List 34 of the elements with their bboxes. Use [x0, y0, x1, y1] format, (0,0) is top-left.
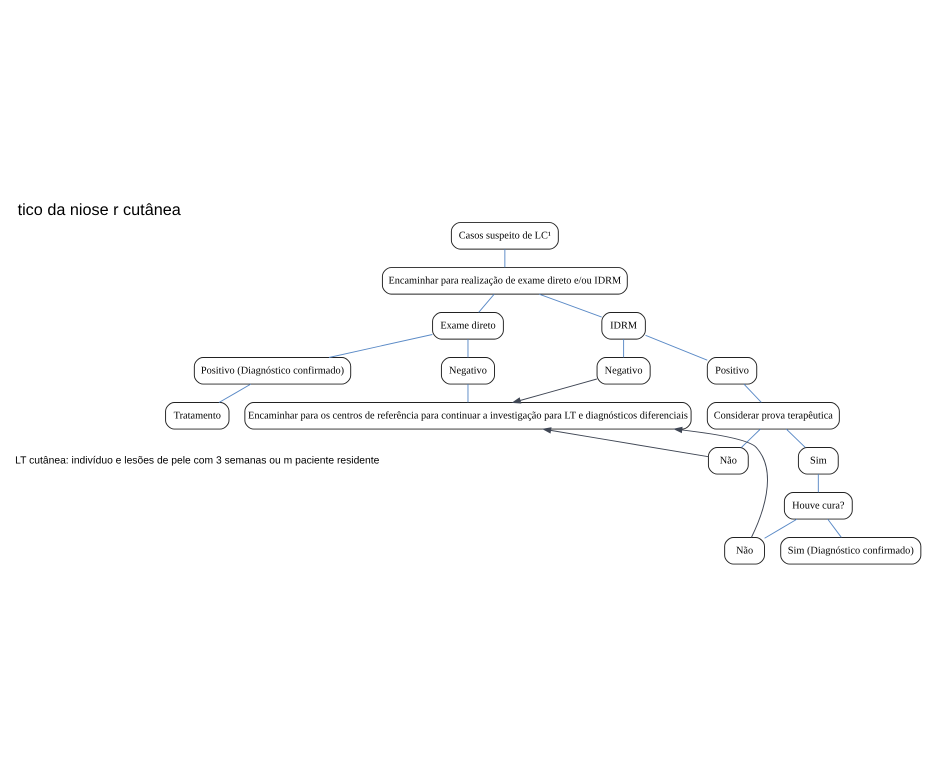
node-box: Houve cura? [784, 492, 853, 520]
connector [818, 473, 819, 492]
node-box: Negativo [596, 356, 651, 384]
arrow [672, 426, 768, 538]
node-box: Considerar prova terapêutica [706, 402, 840, 430]
connector [478, 293, 495, 312]
arrow [512, 378, 598, 403]
node-box: Casos suspeito de LC¹ [450, 222, 559, 250]
connector [827, 518, 842, 538]
connector [328, 334, 433, 358]
connector [645, 334, 708, 360]
node-box: Encaminhar para realização de exame direto e/ou IDRM [382, 266, 628, 294]
connector [504, 248, 506, 268]
label: LT cutânea: indivíduo e lesões de pele com 3 semanas ou m paciente residente [15, 455, 380, 466]
connector [764, 518, 798, 538]
node-box: Tratamento [165, 402, 230, 430]
arrow [542, 426, 709, 457]
connector [218, 383, 252, 402]
node-box: Negativo [440, 356, 495, 384]
node-box: Não [708, 446, 749, 474]
node-box: Não [724, 536, 765, 564]
connector [538, 293, 602, 318]
connector [741, 428, 761, 448]
node-box: IDRM [601, 312, 646, 340]
node-box: Positivo [706, 356, 758, 384]
diagram-title: tico da niose r cutânea [18, 200, 181, 218]
connector [786, 428, 806, 448]
node-box: Positivo (Diagnóstico confirmado) [194, 356, 352, 384]
node-box: Sim [798, 446, 839, 474]
connector [744, 383, 762, 402]
connector [623, 338, 624, 358]
node-box: Sim (Diagnóstico confirmado) [780, 536, 922, 564]
node-box: Encaminhar para os centros de referência para continuar a investigação para LT e diagnósticos diferenciais [244, 402, 692, 430]
node-box: Exame direto [432, 312, 504, 340]
